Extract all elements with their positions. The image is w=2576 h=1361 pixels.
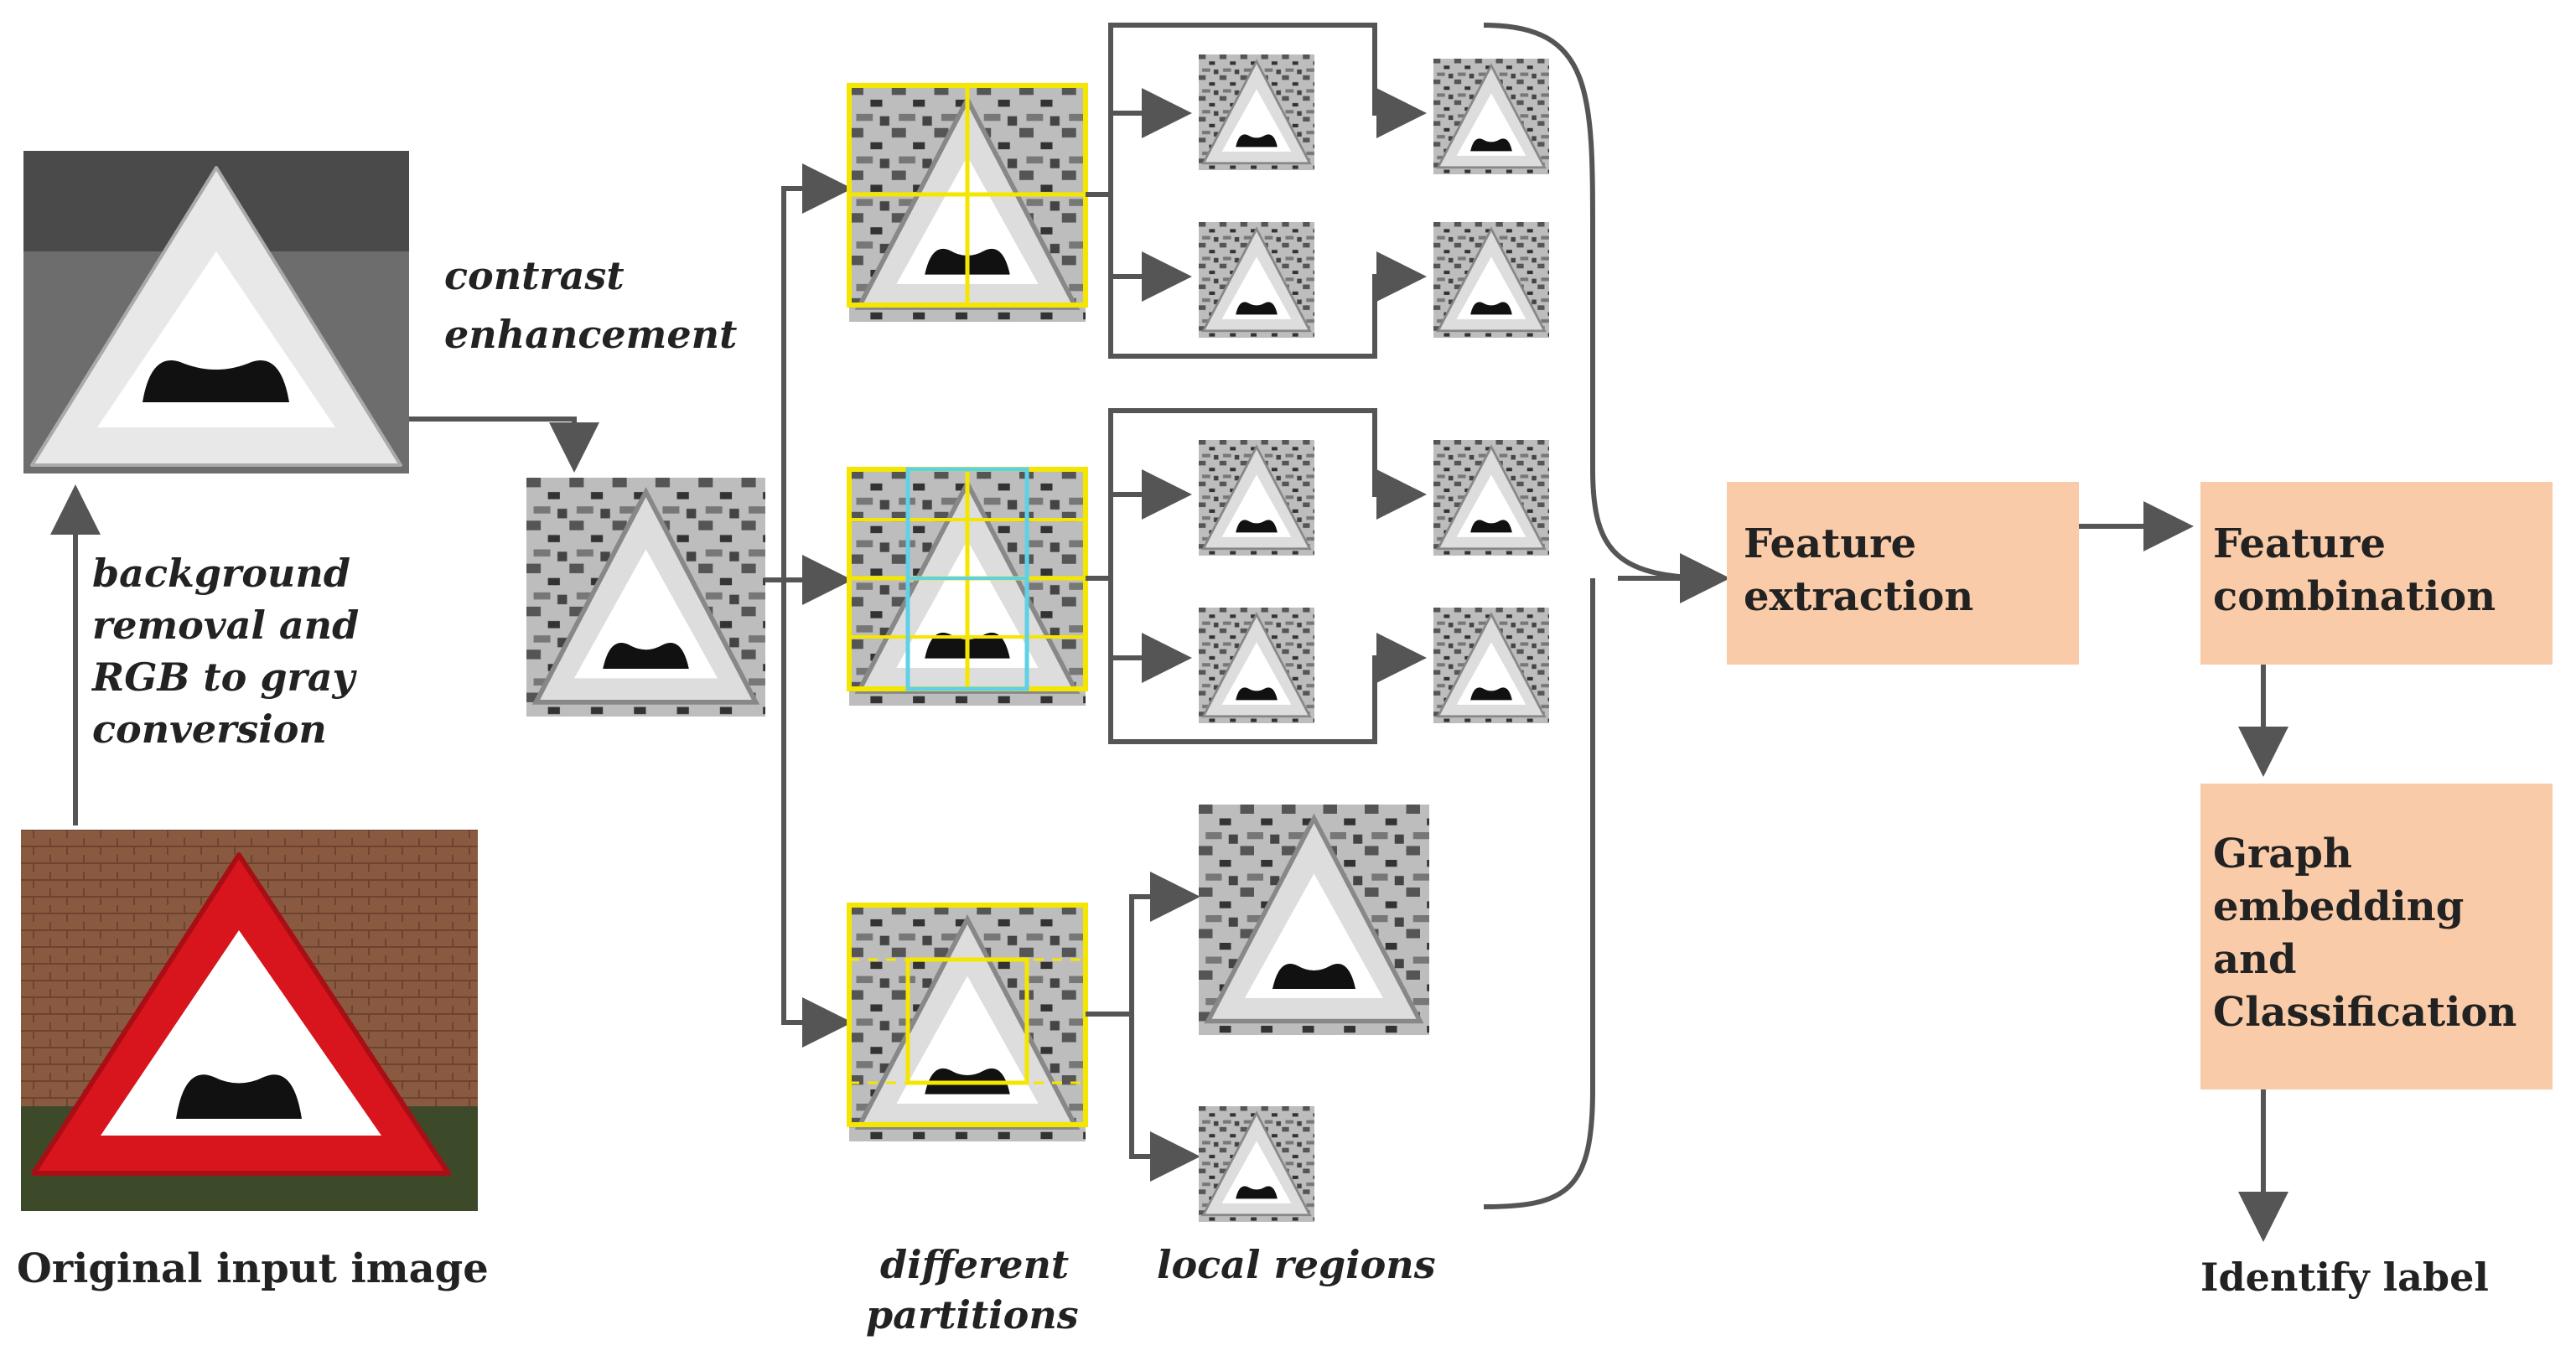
local-region-1b bbox=[1197, 220, 1316, 339]
local-region-2b bbox=[1197, 606, 1316, 725]
original-sign-image bbox=[21, 830, 478, 1211]
local-region-2d bbox=[1432, 606, 1551, 725]
graph-text-3: and bbox=[2213, 936, 2297, 983]
local-region-1c bbox=[1432, 57, 1551, 176]
feature-extraction-box: Feature extraction bbox=[1727, 482, 2079, 665]
grayscale-sign-image bbox=[23, 151, 409, 474]
local-region-3a bbox=[1199, 805, 1429, 1035]
graph-text-2: embedding bbox=[2213, 883, 2464, 930]
local-regions-label: local regions bbox=[1157, 1242, 1436, 1287]
feature-combination-text-1: Feature bbox=[2213, 520, 2386, 567]
step2-text-1: contrast bbox=[444, 253, 625, 298]
local-region-3b bbox=[1197, 1105, 1316, 1224]
feature-combination-box: Feature combination bbox=[2200, 482, 2553, 665]
partitions-text-1: different bbox=[880, 1242, 1069, 1287]
local-region-2a bbox=[1197, 438, 1316, 557]
feature-combination-text-2: combination bbox=[2213, 573, 2496, 620]
partitions-text-2: partitions bbox=[866, 1292, 1079, 1338]
graph-embedding-classification-box: Graph embedding and Classification bbox=[2200, 784, 2553, 1089]
local-region-2c bbox=[1432, 438, 1551, 557]
step2-text-2: enhancement bbox=[444, 312, 737, 357]
original-label: Original input image bbox=[17, 1245, 489, 1292]
enhanced-sign-image bbox=[526, 478, 765, 717]
step1-text-1: background bbox=[92, 551, 350, 596]
graph-text-1: Graph bbox=[2213, 831, 2352, 877]
local-region-1a bbox=[1197, 53, 1316, 172]
partition-2 bbox=[847, 467, 1088, 706]
graph-text-4: Classification bbox=[2213, 989, 2516, 1036]
feature-extraction-text-1: Feature bbox=[1744, 520, 1916, 567]
local-region-1d bbox=[1432, 220, 1551, 339]
identify-label: Identify label bbox=[2200, 1255, 2489, 1300]
step1-text-3: RGB to gray bbox=[91, 655, 358, 700]
partition-3 bbox=[847, 903, 1088, 1141]
step1-text-2: removal and bbox=[92, 603, 359, 648]
merge-brace bbox=[1483, 23, 1719, 1209]
feature-extraction-text-2: extraction bbox=[1744, 573, 1973, 620]
step1-text-4: conversion bbox=[92, 706, 327, 752]
partition-1 bbox=[847, 83, 1088, 322]
